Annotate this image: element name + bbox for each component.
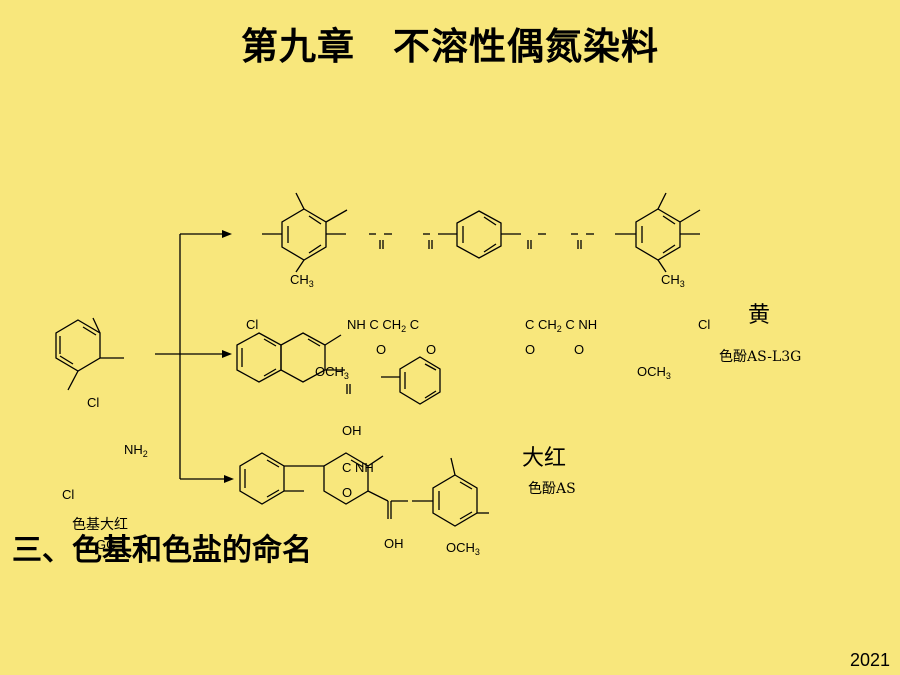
bottom-oh: OH [384, 536, 404, 551]
reactant-name: 色基大红 [72, 517, 128, 533]
bottom-oh-top: OH [342, 423, 362, 438]
reactant-cl-label: Cl [87, 395, 100, 410]
branch-arrows [155, 233, 230, 480]
middle-cl-left: Cl [246, 317, 259, 332]
middle-o-right-1: O [525, 342, 536, 357]
middle-o-right-2: O [574, 342, 585, 357]
middle-color-label: 黄 [748, 303, 771, 328]
bottom-och3: OCH3 [446, 540, 480, 557]
middle-och3-right: OCH3 [637, 364, 671, 381]
middle-coupler-name: 色酚AS-L3G [719, 349, 802, 365]
middle-product-structure [236, 332, 441, 405]
top-product-structure [262, 192, 701, 273]
bottom-product-structure [239, 452, 489, 527]
reactant-name-suffix: GG [96, 537, 117, 552]
reactant-benzene-ring [55, 317, 124, 391]
reactant-amino-label: NH2 [124, 442, 148, 459]
top-ch3-left: CH3 [290, 272, 314, 289]
bottom-coupler-name: 色酚AS [528, 481, 576, 497]
middle-och3-left: OCH3 [315, 364, 349, 381]
bottom-color-label: 大红 [522, 446, 567, 471]
reactant-cl2-label: Cl [62, 487, 75, 502]
middle-cl-right: Cl [698, 317, 711, 332]
middle-chain-left: NH C CH2 C [347, 317, 420, 334]
bottom-o: O [342, 485, 353, 500]
middle-chain-right: C CH2 C NH [525, 317, 598, 334]
slide-title: 第九章 不溶性偶氮染料 [241, 25, 659, 68]
bottom-c-nh: C NH [342, 460, 374, 475]
page-number: 2021 [849, 650, 890, 670]
top-ch3-right: CH3 [661, 272, 685, 289]
section-heading: 三、色基和色盐的命名 [12, 533, 312, 568]
middle-o-left-2: O [426, 342, 437, 357]
middle-o-left-1: O [376, 342, 387, 357]
